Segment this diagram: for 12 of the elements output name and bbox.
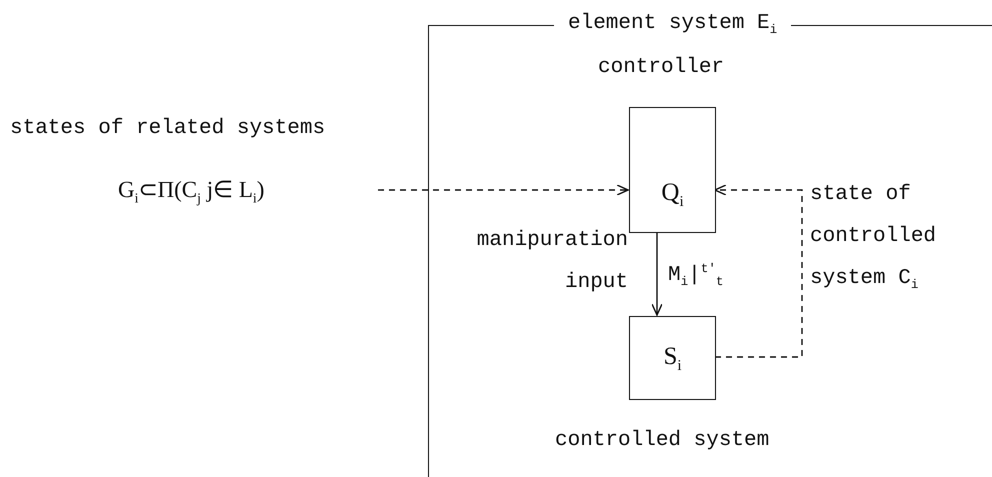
block-box	[629, 107, 716, 233]
arrow	[651, 232, 663, 316]
block-symbol: S$_{i}$	[662, 342, 683, 375]
set-expression: G$_{i}$⊂Π(C$_{j}$ j∈ L$_{i}$)	[118, 176, 264, 208]
caption-text: states of related systems	[10, 116, 326, 142]
block-symbol: Q$_{i}$	[660, 178, 685, 211]
caption-text: controlled system	[555, 428, 770, 454]
caption-text: controller	[598, 55, 724, 80]
block-box	[629, 316, 716, 400]
signal-label: manipuration input	[476, 228, 628, 296]
arrow	[714, 184, 803, 358]
arrow	[378, 184, 629, 196]
